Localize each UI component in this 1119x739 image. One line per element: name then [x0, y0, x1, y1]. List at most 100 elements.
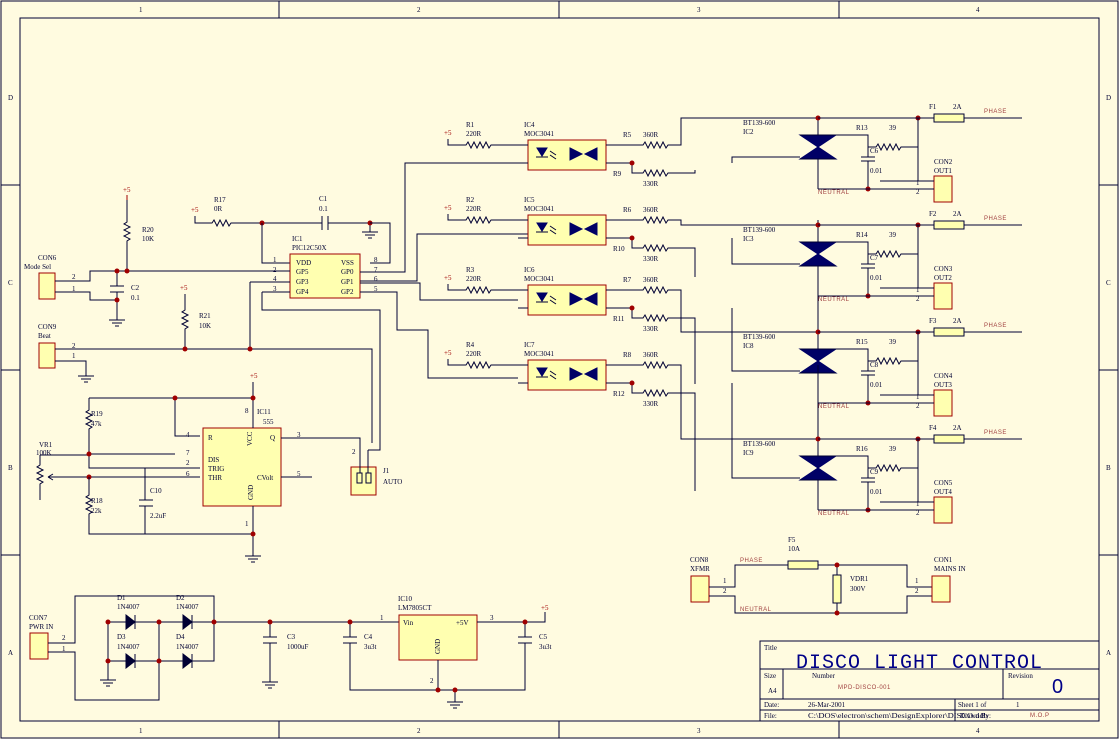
- vr1-potentiometer: VR1 100K: [35, 441, 90, 500]
- svg-text:PWR IN: PWR IN: [29, 623, 53, 631]
- drawn-label: Drawn By:: [960, 712, 991, 720]
- svg-text:3u3t: 3u3t: [539, 643, 552, 651]
- gate-resistor-ref: R5: [623, 131, 632, 139]
- pulldown-ref: R10: [613, 245, 625, 253]
- svg-text:1: 1: [723, 577, 727, 585]
- fuse-body: [933, 113, 965, 123]
- svg-text:+5: +5: [123, 186, 131, 194]
- svg-text:CON8: CON8: [690, 556, 709, 564]
- c10-capacitor: C10 2.2uF: [139, 468, 166, 534]
- output-connector: [933, 282, 953, 310]
- svg-text:2: 2: [72, 273, 76, 281]
- svg-text:GP5: GP5: [296, 268, 309, 276]
- svg-text:PHASE: PHASE: [740, 558, 763, 564]
- fuse-ref: F4: [929, 424, 937, 432]
- svg-text:1: 1: [72, 285, 76, 293]
- svg-text:CON1: CON1: [934, 556, 953, 564]
- neutral-label: NEUTRAL: [818, 190, 850, 196]
- svg-text:C3: C3: [287, 633, 296, 641]
- opto-value: MOC3041: [524, 205, 554, 213]
- svg-text:6: 6: [186, 470, 190, 478]
- fuse-value: 2A: [953, 103, 962, 111]
- sheet-total: 1: [1016, 701, 1020, 709]
- led-icon: [536, 147, 548, 157]
- sheet-label: Sheet 1 of: [958, 701, 987, 709]
- date-value: 26-Mar-2001: [808, 701, 846, 709]
- snubber-resistor-value: 39: [889, 124, 897, 132]
- resistor-value: 220R: [466, 205, 482, 213]
- j1-jumper: 2 J1 AUTO: [350, 447, 402, 496]
- pin-label: 2: [916, 295, 920, 303]
- file-value: C:\DOS\electron\schem\DesignExplorer\DIS…: [808, 712, 989, 720]
- svg-text:R18: R18: [91, 497, 103, 505]
- snubber-cap-ref: C7: [870, 254, 879, 262]
- con8-connector: CON8 XFMR 1 2: [690, 556, 727, 603]
- c2-capacitor: C2 0.1: [109, 271, 140, 327]
- neutral-label: NEUTRAL: [818, 511, 850, 517]
- fuse-ref: F2: [929, 210, 937, 218]
- pin-label: 2: [916, 402, 920, 410]
- row-label: A: [8, 649, 13, 657]
- drawn-value: M.O.P: [1030, 713, 1050, 719]
- svg-text:1: 1: [273, 256, 277, 264]
- triac-icon: [798, 241, 838, 255]
- fuse-value: 2A: [953, 424, 962, 432]
- snubber-cap-value: 0.01: [870, 167, 883, 175]
- output-connector: [933, 175, 953, 203]
- svg-text:F5: F5: [788, 536, 796, 544]
- connector-name: OUT2: [934, 274, 952, 282]
- file-label: File:: [764, 712, 777, 720]
- row-label: D: [8, 94, 13, 102]
- svg-text:CON7: CON7: [29, 614, 48, 622]
- connector-ref: CON2: [934, 158, 953, 166]
- pin-label: 1: [916, 393, 920, 401]
- svg-text:THR: THR: [208, 474, 222, 482]
- svg-text:2: 2: [62, 634, 66, 642]
- snubber-cap-ref: C6: [870, 147, 879, 155]
- svg-text:D2: D2: [176, 594, 185, 602]
- gate-resistor-value: 360R: [643, 131, 659, 139]
- svg-text:5: 5: [374, 285, 378, 293]
- svg-text:PIC12C50X: PIC12C50X: [292, 244, 327, 252]
- pin-label: 1: [916, 286, 920, 294]
- ic11-timer: IC11 555 R DIS TRIG THR VCC Q CVolt GND …: [186, 407, 301, 528]
- svg-text:3: 3: [490, 614, 494, 622]
- svg-text:Beat: Beat: [38, 332, 51, 340]
- svg-text:R20: R20: [142, 226, 154, 234]
- snubber-resistor-value: 39: [889, 231, 897, 239]
- svg-text:IC10: IC10: [398, 595, 413, 603]
- row-label: C: [1106, 279, 1111, 287]
- ic1-microcontroller: IC1 PIC12C50X VDD GP5 GP3 GP4 VSS GP0 GP…: [273, 235, 378, 299]
- svg-text:1: 1: [72, 352, 76, 360]
- svg-text:XFMR: XFMR: [690, 565, 710, 573]
- svg-text:300V: 300V: [850, 585, 866, 593]
- pulldown-ref: R12: [613, 390, 625, 398]
- diac-icon: [569, 222, 598, 236]
- svg-text:VCC: VCC: [246, 431, 254, 446]
- svg-text:C5: C5: [539, 633, 548, 641]
- svg-text:C1: C1: [319, 195, 328, 203]
- triac-value: BT139-600: [743, 333, 776, 341]
- pin-label: 1: [916, 500, 920, 508]
- svg-text:2: 2: [723, 587, 727, 595]
- snubber-cap-ref: C9: [870, 468, 879, 476]
- fuse-value: 2A: [953, 317, 962, 325]
- c4-capacitor: C4 3u3t: [343, 622, 526, 691]
- led-icon: [536, 367, 548, 377]
- svg-text:AUTO: AUTO: [383, 478, 402, 486]
- svg-text:2: 2: [273, 266, 277, 274]
- triac-ref: IC8: [743, 342, 754, 350]
- fuse-body: [933, 327, 965, 337]
- size-value: A4: [768, 687, 777, 695]
- f5-fuse: F5 10A: [787, 536, 819, 570]
- col-label: 4: [976, 6, 980, 14]
- svg-text:555: 555: [263, 418, 274, 426]
- svg-text:C10: C10: [150, 487, 162, 495]
- snubber-resistor-ref: R14: [856, 231, 868, 239]
- fuse-body: [933, 220, 965, 230]
- fuse-ref: F1: [929, 103, 937, 111]
- svg-text:Q: Q: [270, 434, 275, 442]
